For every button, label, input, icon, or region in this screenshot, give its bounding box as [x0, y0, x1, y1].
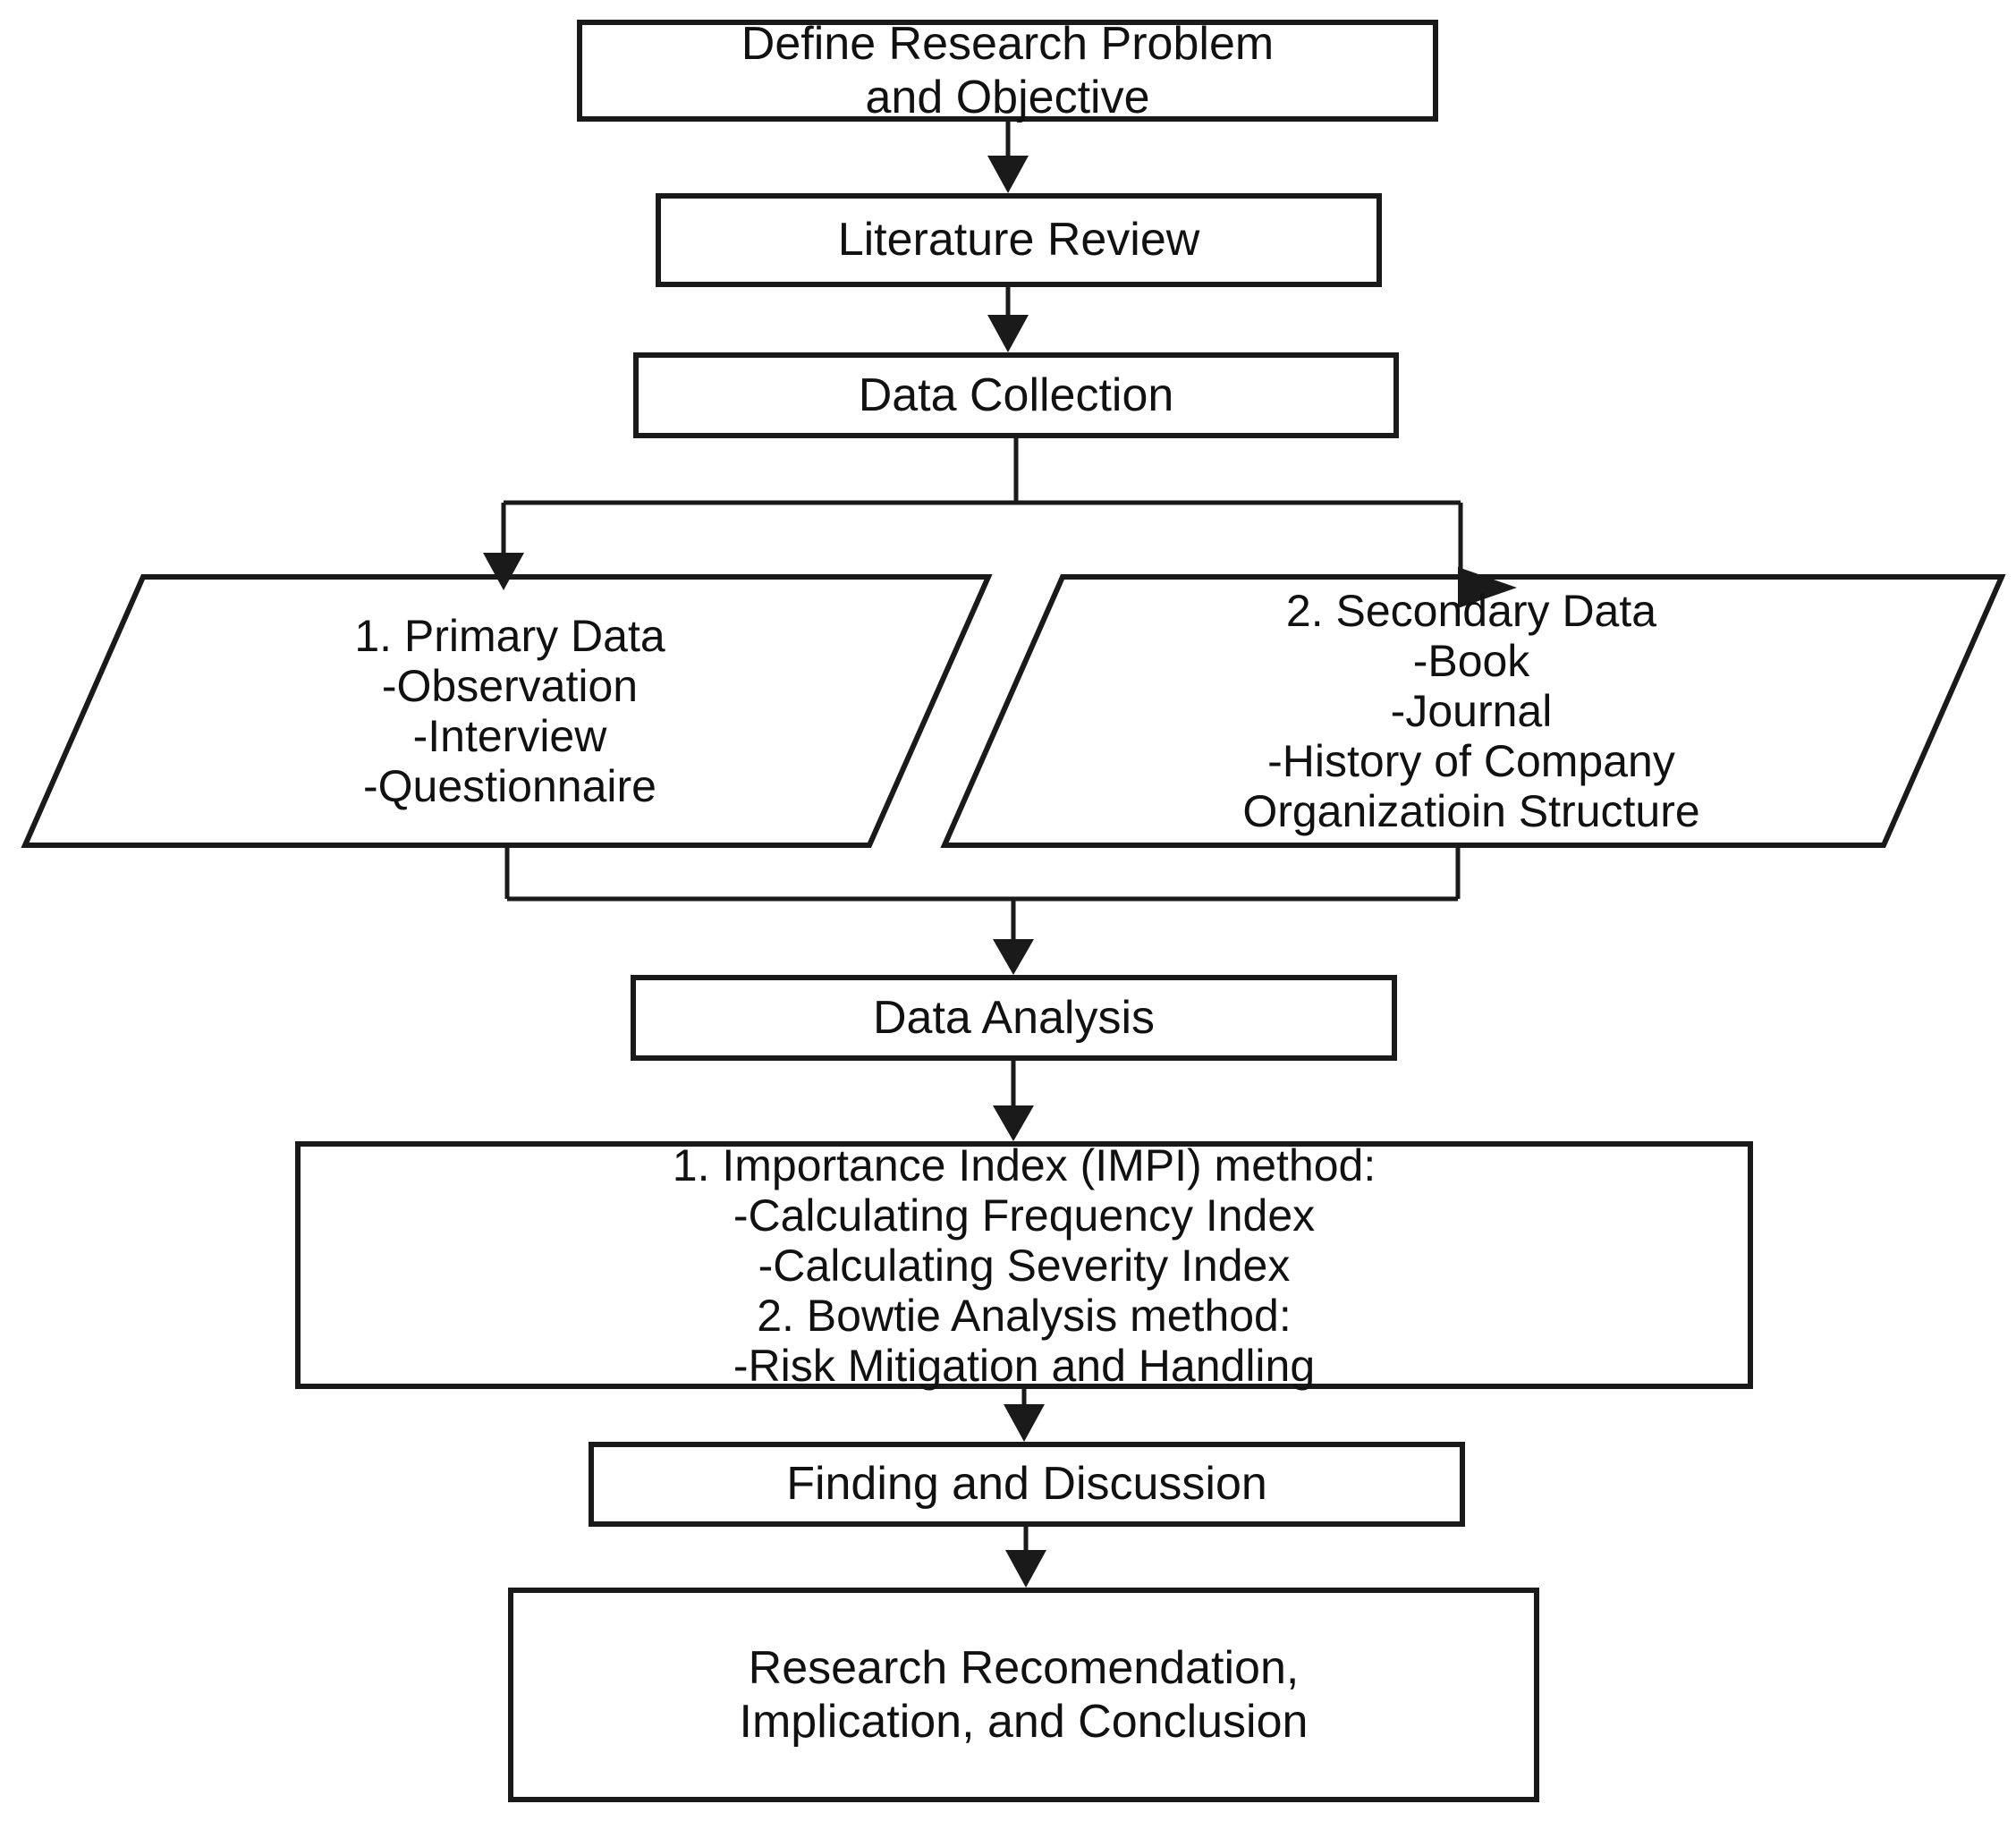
- node-text-line: -Observation: [381, 661, 639, 711]
- arrowhead-literature-to-collection: [987, 315, 1029, 352]
- node-text-line: Implication, and Conclusion: [739, 1696, 1309, 1748]
- node-text-line: and Objective: [865, 72, 1150, 123]
- node-text-line: 2. Bowtie Analysis method:: [757, 1290, 1292, 1341]
- node-primary-data: 1. Primary Data -Observation -Interview …: [80, 577, 939, 845]
- node-text-line: Finding and Discussion: [786, 1458, 1267, 1511]
- node-text-line: -Questionnaire: [363, 761, 656, 811]
- arrowhead-collection-to-secondary: [1458, 567, 1517, 608]
- node-secondary-data: 2. Secondary Data -Book -Journal -Histor…: [1011, 577, 1932, 845]
- secondary-data-parallelogram: [940, 574, 2006, 848]
- node-text-line: -Interview: [412, 711, 607, 761]
- node-text-line: Organizatioin Structure: [1242, 786, 1700, 836]
- arrowhead-merge-to-analysis: [993, 939, 1034, 975]
- node-analysis-methods: 1. Importance Index (IMPI) method: -Calc…: [295, 1139, 1753, 1391]
- node-text-line: Data Collection: [858, 368, 1174, 421]
- node-text-line: -Risk Mitigation and Handling: [733, 1340, 1316, 1391]
- arrowhead-define-to-literature: [987, 156, 1029, 193]
- node-data-collection: Data Collection: [633, 352, 1399, 438]
- primary-data-parallelogram: [21, 574, 993, 848]
- node-data-analysis: Data Analysis: [631, 975, 1397, 1061]
- node-text-line: 1. Primary Data: [354, 611, 665, 661]
- node-text-line: 1. Importance Index (IMPI) method:: [672, 1139, 1376, 1190]
- arrowhead-analysis-to-methods: [993, 1105, 1034, 1141]
- node-text-line: -Calculating Severity Index: [758, 1240, 1291, 1291]
- node-text-line: -Calculating Frequency Index: [733, 1190, 1316, 1241]
- node-text-line: Research Recomendation,: [748, 1641, 1300, 1694]
- arrowhead-methods-to-finding: [1004, 1404, 1045, 1442]
- node-text-line: Literature Review: [837, 214, 1200, 267]
- node-text-line: Define Research Problem: [741, 17, 1275, 70]
- node-text-line: Data Analysis: [872, 991, 1156, 1044]
- node-define-research-problem: Define Research Problem and Objective: [577, 17, 1438, 123]
- node-finding-discussion: Finding and Discussion: [589, 1442, 1465, 1527]
- arrowhead-collection-to-primary: [483, 553, 524, 590]
- node-research-recommendation-conclusion: Research Recomendation, Implication, and…: [508, 1588, 1539, 1802]
- node-text-line: -History of Company: [1267, 736, 1675, 786]
- node-text-line: 2. Secondary Data: [1285, 586, 1657, 636]
- node-text-line: -Journal: [1390, 686, 1553, 736]
- arrowhead-finding-to-conclusion: [1005, 1550, 1046, 1588]
- node-literature-review: Literature Review: [656, 193, 1382, 287]
- node-text-line: -Book: [1412, 636, 1530, 686]
